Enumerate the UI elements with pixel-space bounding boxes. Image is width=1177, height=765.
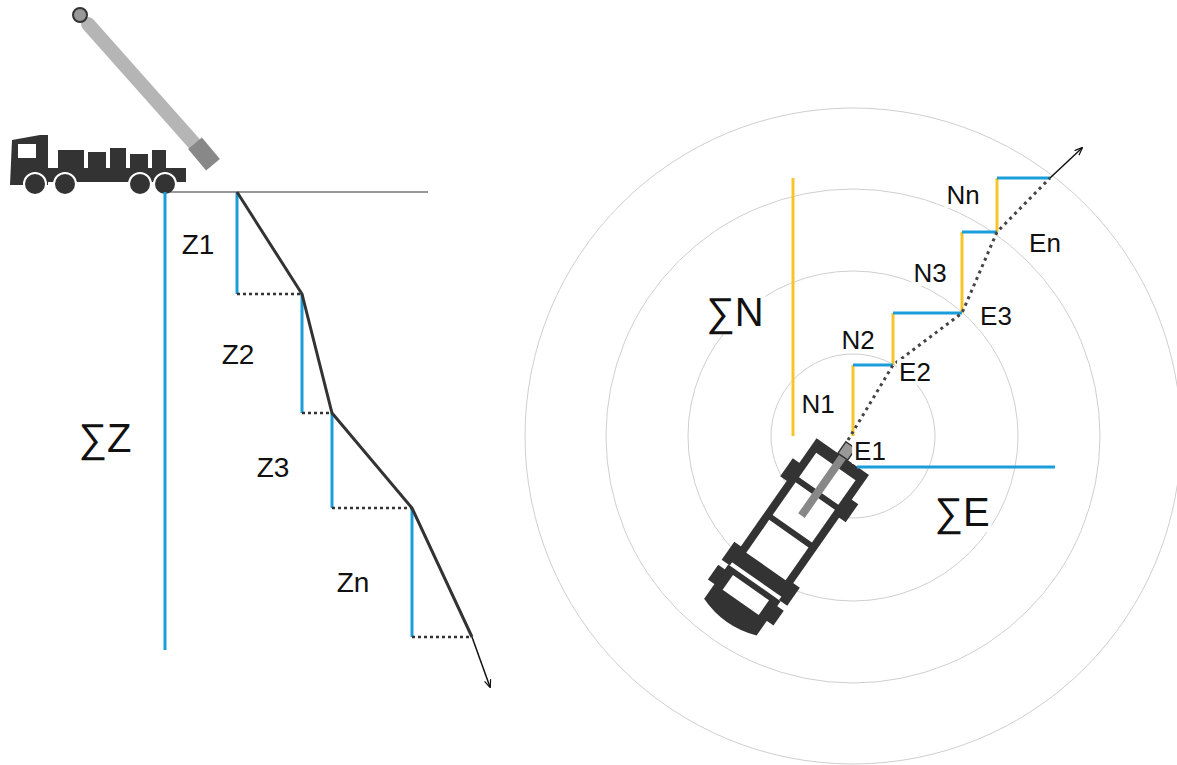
- axis-label: E2: [897, 359, 933, 385]
- axis-label: Z3: [255, 454, 292, 482]
- axis-label: Z1: [180, 231, 217, 259]
- axis-label: ∑Z: [77, 418, 134, 458]
- axis-label: Zn: [335, 569, 372, 597]
- axis-label: N3: [911, 260, 948, 286]
- drill-rig-side: [10, 8, 220, 195]
- axis-label: En: [1027, 230, 1063, 256]
- direction-arrow: [1050, 148, 1082, 178]
- sum-z-bar: [164, 192, 167, 650]
- plan-path: [848, 178, 1050, 440]
- range-circles: [525, 108, 1177, 764]
- ground-line: [165, 191, 428, 192]
- axis-label: E3: [978, 303, 1014, 329]
- borehole-path: [237, 192, 472, 637]
- sum-e-bar: [857, 466, 1055, 469]
- axis-label: N1: [799, 391, 836, 417]
- axis-label: ∑E: [932, 492, 991, 532]
- e-steps: [853, 178, 1050, 365]
- sum-n-bar: [792, 178, 795, 436]
- direction-arrow: [472, 637, 490, 687]
- axis-label: Z2: [220, 341, 257, 369]
- axis-label: ∑N: [704, 292, 765, 332]
- horizontal-steps: [237, 294, 472, 637]
- axis-label: N2: [839, 327, 876, 353]
- axis-label: E1: [852, 438, 888, 464]
- axis-label: Nn: [944, 182, 981, 208]
- z-steps: [237, 192, 412, 637]
